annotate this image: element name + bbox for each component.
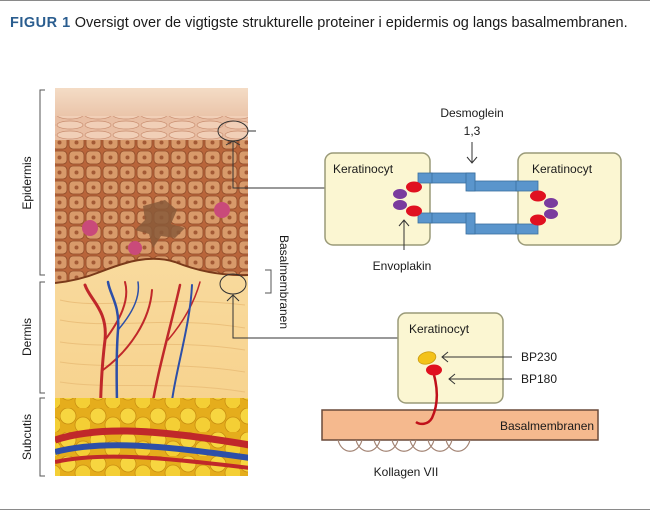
kollagen-label: Kollagen VII: [374, 465, 439, 479]
bottom-rule: [0, 509, 650, 510]
desmoglein-arrow: [466, 142, 478, 164]
basalmembranen-bracket: [265, 269, 272, 294]
figure-caption: FIGUR 1 Oversigt over de vigtigste struk…: [10, 13, 630, 33]
hemidesmosome-diagram: [321, 312, 599, 452]
layer-brackets: [39, 89, 45, 477]
keratinocyt-cell-bottom: [397, 312, 504, 404]
magnifier-lower: [219, 273, 247, 295]
figure-caption-text: Oversigt over de vigtigste strukturelle …: [70, 15, 628, 31]
desmoglein-label: Desmoglein: [440, 106, 503, 120]
top-rule: [0, 0, 650, 1]
bp230-label: BP230: [521, 350, 557, 364]
keratinocyt-label-bottom: Keratinocyt: [409, 322, 470, 336]
protein-red: [406, 205, 422, 217]
kollagen-loops: [337, 439, 471, 452]
basalmembranen-bar-label: Basalmembranen: [500, 419, 594, 433]
protein-purple: [393, 189, 407, 199]
layer-label-dermis: Dermis: [20, 318, 34, 356]
bp-arrows: [441, 351, 512, 385]
bp180-stalk: [415, 374, 438, 426]
protein-purple: [393, 200, 407, 210]
protein-purple: [544, 209, 558, 219]
bp180-label: BP180: [521, 372, 557, 386]
keratinocyt-label-right: Keratinocyt: [532, 162, 593, 176]
basalmembranen-bar: [321, 409, 599, 441]
layer-label-epidermis: Epidermis: [20, 156, 34, 209]
layer-label-subcutis: Subcutis: [20, 414, 34, 460]
protein-red: [406, 181, 422, 193]
protein-red: [530, 190, 546, 202]
bp180-protein: [426, 364, 442, 376]
envoplakin-label: Envoplakin: [373, 259, 432, 273]
protein-purple: [544, 198, 558, 208]
envoplakin-arrow: [398, 219, 410, 250]
bp230-protein: [417, 351, 437, 365]
protein-red: [530, 214, 546, 226]
desmosome-diagram: [324, 152, 622, 246]
leader-lines: [225, 130, 398, 339]
desmoglein-label-number: 1,3: [464, 124, 481, 138]
figure-label: FIGUR 1: [10, 15, 71, 31]
basalmembranen-vertical-label: Basalmembranen: [277, 235, 291, 329]
keratinocyt-label-left: Keratinocyt: [333, 162, 394, 176]
skin-cross-section: [55, 88, 248, 476]
